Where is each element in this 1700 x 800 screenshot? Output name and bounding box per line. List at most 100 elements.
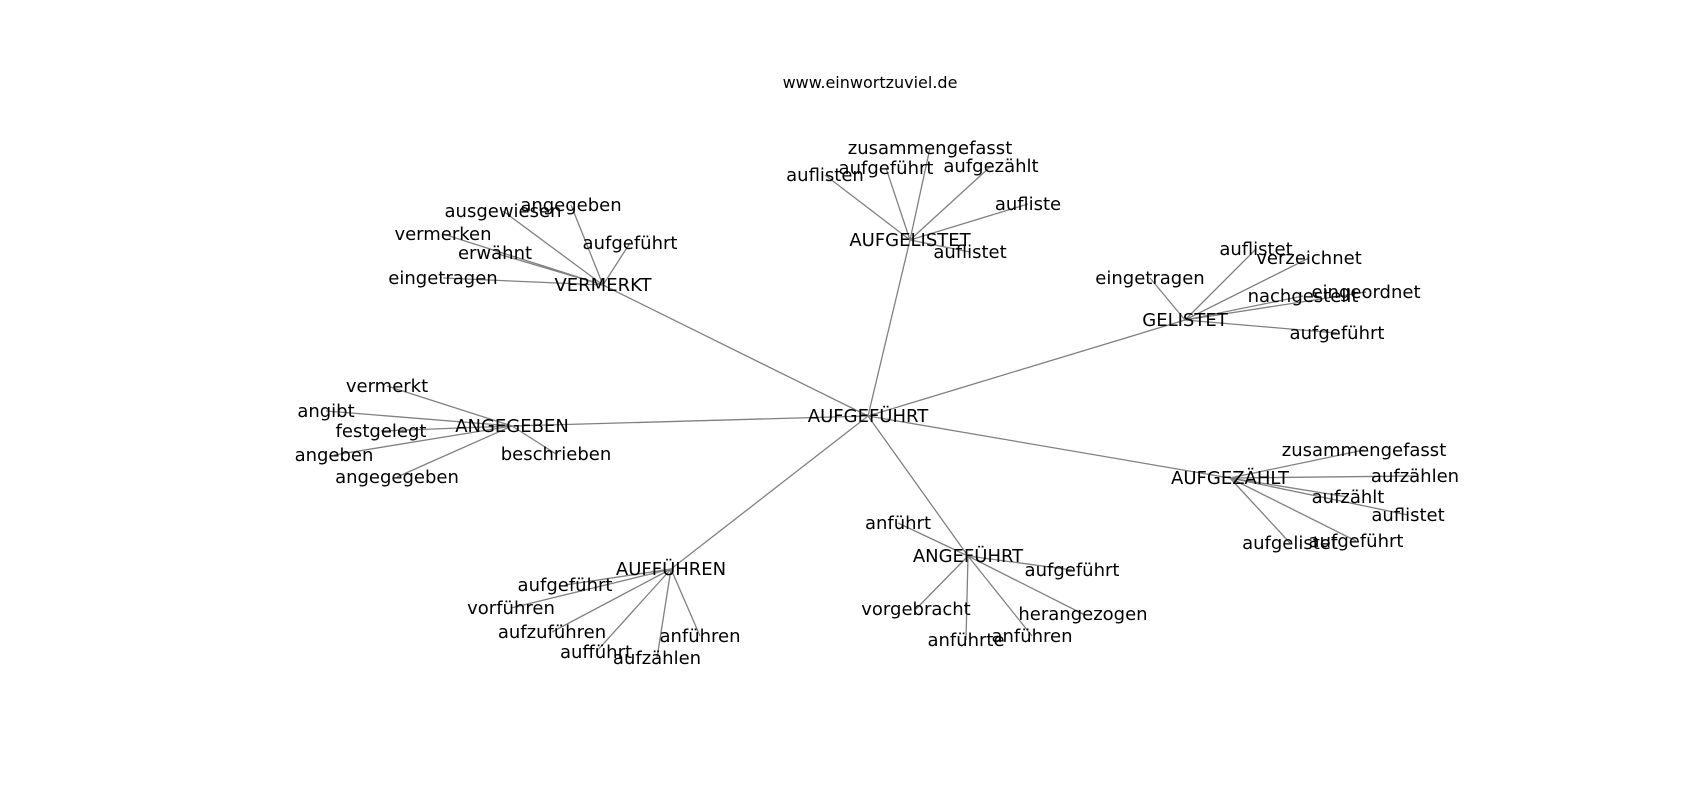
edge-hub-leaf — [1184, 257, 1310, 321]
edge-hub-leaf — [909, 165, 992, 241]
edge-hub-leaf — [564, 568, 672, 586]
leaf-node-label: vorführen — [467, 598, 555, 619]
edge-hub-leaf — [386, 385, 513, 427]
graph-edges — [325, 147, 1416, 659]
edge-hub-leaf — [897, 522, 969, 557]
leaf-node-label: aufzählen — [1371, 466, 1459, 487]
edge-hub-leaf — [1184, 291, 1367, 321]
hub-node-label: ANGEGEBEN — [455, 416, 569, 437]
root-node-label: AUFGEFÜHRT — [808, 405, 929, 427]
edge-hub-leaf — [1149, 277, 1186, 321]
leaf-node-label: aufzählen — [613, 648, 701, 669]
leaf-node-label: eingeordnet — [1311, 282, 1420, 303]
edge-hub-leaf — [824, 174, 911, 241]
edge-root-hub — [867, 239, 911, 417]
edge-root-hub — [867, 415, 969, 557]
edge-hub-leaf — [1229, 475, 1416, 479]
edge-hub-leaf — [1229, 477, 1357, 542]
leaf-node-label: angibt — [297, 401, 354, 422]
leaf-node-label: aufführt — [560, 642, 632, 663]
edge-hub-leaf — [1184, 248, 1257, 321]
leaf-node-label: auflistet — [1371, 505, 1444, 526]
hub-node-label: AUFGEZÄHLT — [1171, 468, 1290, 489]
edge-hub-leaf — [909, 147, 931, 241]
hub-node-label: GELISTET — [1142, 310, 1228, 331]
leaf-node-label: anführt — [865, 513, 931, 534]
edge-hub-leaf — [1229, 477, 1409, 516]
edge-root-hub — [670, 415, 869, 570]
leaf-node-label: auflisten — [786, 165, 864, 186]
edge-hub-leaf — [1229, 477, 1349, 498]
edge-hub-leaf — [670, 568, 701, 637]
edge-root-hub — [867, 319, 1186, 417]
hub-node-label: AUFFÜHREN — [616, 558, 726, 580]
leaf-node-label: vorgebracht — [861, 599, 970, 620]
edge-hub-leaf — [967, 555, 1084, 615]
edge-hub-leaf — [1229, 477, 1291, 544]
edge-hub-leaf — [502, 210, 604, 286]
edge-hub-leaf — [602, 242, 631, 286]
leaf-node-label: beschrieben — [501, 444, 612, 465]
edge-hub-leaf — [967, 555, 1073, 571]
hub-node-label: VERMERKT — [554, 275, 652, 296]
leaf-node-label: aufgeführt — [1290, 323, 1385, 344]
leaf-node-label: anführen — [659, 626, 740, 647]
leaf-node-label: festgelegt — [336, 421, 427, 442]
edge-hub-leaf — [333, 425, 513, 456]
leaf-node-label: anführen — [991, 626, 1072, 647]
edge-hub-leaf — [396, 425, 513, 478]
edge-hub-leaf — [494, 252, 604, 286]
leaf-node-label: nachgestellt — [1248, 286, 1359, 307]
leaf-node-label: angeben — [295, 445, 374, 466]
leaf-node-label: aufliste — [995, 194, 1061, 215]
leaf-node-label: eingetragen — [388, 268, 497, 289]
edge-hub-leaf — [885, 167, 911, 241]
leaf-node-label: zusammengefasst — [1282, 440, 1447, 461]
hub-node-label: ANGEFÜHRT — [913, 545, 1024, 567]
leaf-node-label: angegegeben — [335, 467, 459, 488]
graph-labels: www.einwortzuviel.de AUFGEFÜHRT zusammeng… — [295, 73, 1460, 669]
edge-hub-leaf — [570, 204, 604, 286]
leaf-node-label: aufzählt — [1312, 487, 1385, 508]
leaf-node-label: vermerken — [394, 224, 491, 245]
leaf-node-label: auflistet — [1219, 239, 1292, 260]
edge-hub-leaf — [511, 425, 557, 455]
leaf-node-label: anführte — [927, 630, 1004, 651]
leaf-node-label: aufgeführt — [583, 233, 678, 254]
edge-hub-leaf — [380, 425, 513, 432]
site-title: www.einwortzuviel.de — [783, 73, 958, 92]
edge-hub-leaf — [442, 277, 604, 286]
edge-hub-leaf — [967, 555, 1033, 637]
leaf-node-label: herangezogen — [1018, 604, 1147, 625]
leaf-node-label: aufzuführen — [498, 622, 606, 643]
leaf-node-label: zusammengefasst — [848, 138, 1013, 159]
edge-hub-leaf — [656, 568, 672, 659]
edge-root-hub — [602, 284, 869, 417]
edge-hub-leaf — [915, 555, 969, 610]
hub-node-label: AUFGELISTET — [849, 230, 971, 251]
leaf-node-label: aufgeführt — [839, 158, 934, 179]
edge-root-hub — [867, 415, 1231, 479]
edge-hub-leaf — [1184, 295, 1304, 321]
leaf-node-label: angegeben — [520, 195, 621, 216]
leaf-node-label: aufgeführt — [1025, 560, 1120, 581]
leaf-node-label: eingetragen — [1095, 268, 1204, 289]
leaf-node-label: erwähnt — [458, 243, 532, 264]
leaf-node-label: aufgezählt — [943, 156, 1038, 177]
edge-hub-leaf — [551, 568, 672, 633]
edge-hub-leaf — [965, 555, 969, 641]
edge-hub-leaf — [510, 568, 672, 609]
leaf-node-label: aufgeführt — [1309, 531, 1404, 552]
edge-hub-leaf — [325, 410, 513, 427]
edge-hub-leaf — [1229, 449, 1365, 479]
edge-hub-leaf — [909, 203, 1029, 241]
leaf-node-label: auflistet — [933, 242, 1006, 263]
edge-hub-leaf — [909, 239, 971, 253]
leaf-node-label: ausgewiesen — [445, 201, 562, 222]
leaf-node-label: verzeichnet — [1256, 248, 1362, 269]
edge-root-hub — [511, 415, 869, 427]
leaf-node-label: vermerkt — [346, 376, 428, 397]
leaf-node-label: aufgeführt — [518, 575, 613, 596]
leaf-node-label: aufgelistet — [1242, 533, 1338, 554]
